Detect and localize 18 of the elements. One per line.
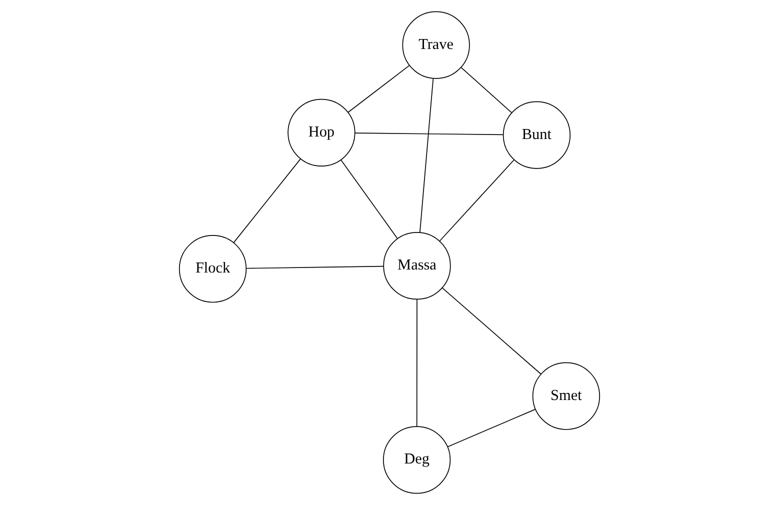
connector [446, 408, 536, 448]
node-circle: Hop [287, 98, 355, 166]
node-circle: Trave [402, 11, 470, 79]
node-circle: Smet [532, 362, 600, 430]
node-circle: Flock [178, 235, 246, 303]
connector [460, 67, 512, 114]
connector [232, 158, 300, 244]
connector [438, 160, 514, 242]
connector [340, 160, 398, 240]
connector [416, 298, 417, 427]
connector [441, 288, 541, 375]
connector [418, 78, 434, 233]
connector [347, 65, 410, 113]
node-circle: Bunt [502, 101, 570, 169]
connector [354, 132, 503, 136]
node-circle: Deg [382, 426, 450, 494]
connector [245, 266, 384, 269]
node-circle: Massa [382, 232, 450, 300]
